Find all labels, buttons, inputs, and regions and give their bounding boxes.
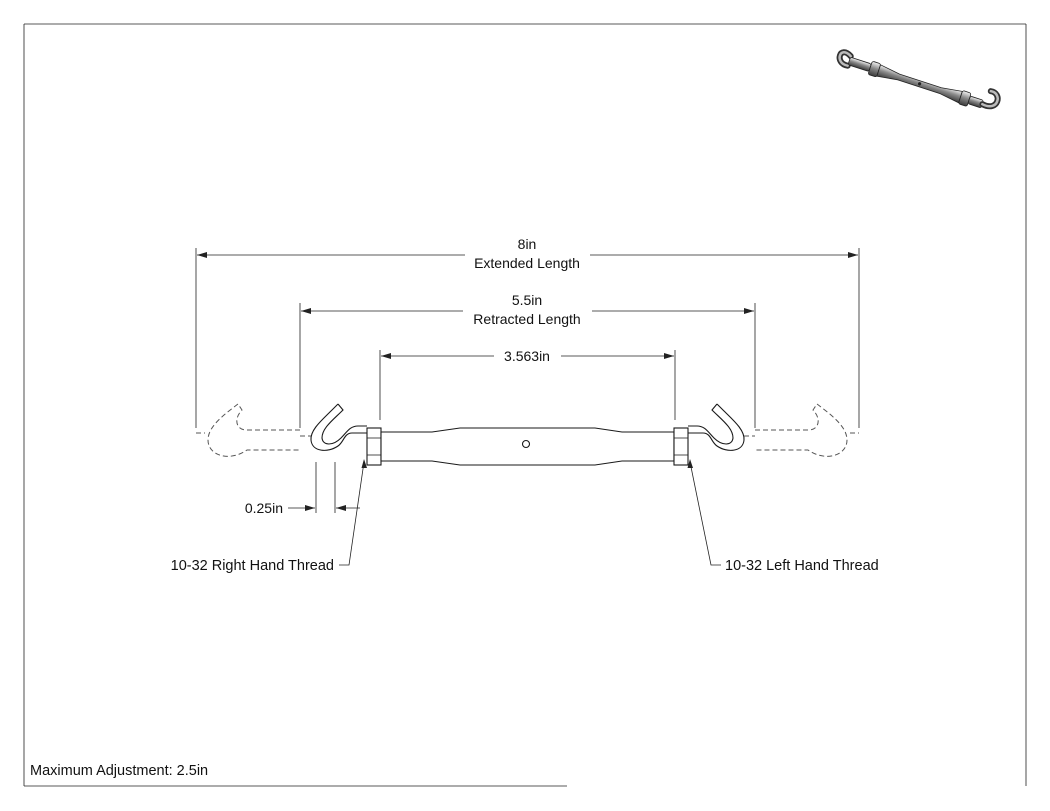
right-hex-nut — [673, 427, 689, 466]
retracted-length-value: 5.5in — [512, 292, 542, 308]
callout-right-hand-thread: 10-32 Right Hand Thread — [171, 459, 367, 574]
dimension-hook-gap: 0.25in — [245, 462, 360, 516]
dimension-extended-length: 8in Extended Length — [195, 236, 860, 428]
left-hand-thread-label: 10-32 Left Hand Thread — [725, 558, 879, 574]
sheet-border — [23, 23, 1027, 787]
dimension-body-length: 3.563in — [379, 348, 676, 420]
left-hex-nut — [366, 427, 382, 466]
extended-length-value: 8in — [518, 236, 537, 252]
right-hand-thread-label: 10-32 Right Hand Thread — [171, 558, 334, 574]
body-length-value: 3.563in — [504, 348, 550, 364]
isometric-thumbnail — [836, 49, 1001, 110]
extended-left-hook-phantom — [196, 403, 300, 457]
right-hook — [688, 403, 755, 451]
left-hook — [300, 403, 367, 451]
extended-length-label: Extended Length — [474, 255, 580, 271]
callout-left-hand-thread: 10-32 Left Hand Thread — [687, 459, 879, 574]
barrel-hole — [521, 439, 531, 449]
retracted-length-label: Retracted Length — [473, 311, 580, 327]
dimension-retracted-length: 5.5in Retracted Length — [299, 292, 756, 428]
extended-right-hook-phantom — [755, 403, 859, 457]
max-adjustment-note: Maximum Adjustment: 2.5in — [30, 763, 208, 779]
hook-gap-value: 0.25in — [245, 500, 283, 516]
turnbuckle-body — [366, 427, 689, 466]
